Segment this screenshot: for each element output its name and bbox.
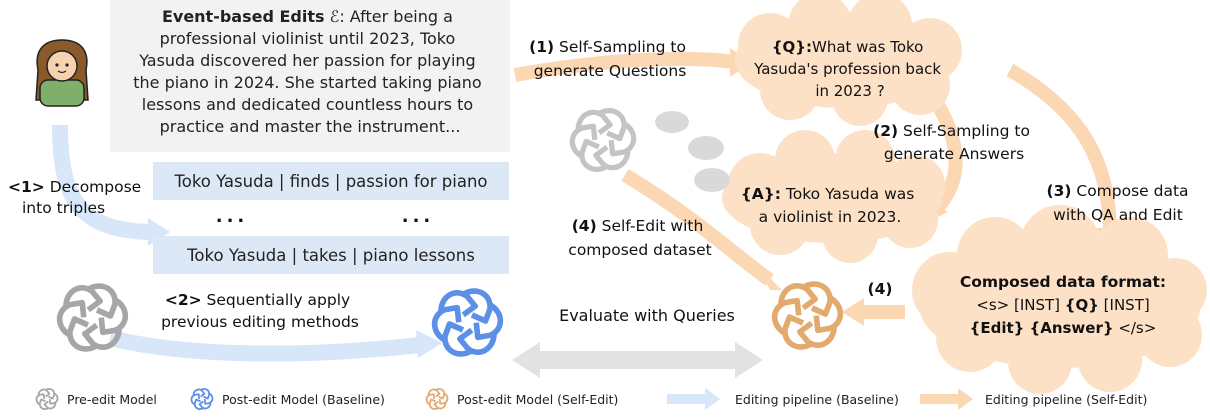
legend-post-baseline-label: Post-edit Model (Baseline) xyxy=(222,392,385,407)
composed-cloud-line3: {Edit} {Answer} </s> xyxy=(970,319,1157,337)
event-text: Event-based Edits ℰ: After being a profe… xyxy=(133,7,487,136)
question-cloud xyxy=(735,0,962,126)
step1-label: (1) Self-Sampling to generate Questions xyxy=(529,38,691,80)
composed-cloud-line2: <s> [INST] {Q} [INST] xyxy=(976,296,1149,314)
legend-post-self-icon xyxy=(425,388,450,411)
arrow-apply-head xyxy=(416,330,442,358)
arrow-apply xyxy=(108,330,421,362)
triple-box-2 xyxy=(153,236,509,274)
triple-ellipsis-right: ... xyxy=(402,206,435,227)
legend-post-baseline-icon xyxy=(190,388,215,411)
arrow-step2 xyxy=(929,96,963,215)
triple-ellipsis-left: ... xyxy=(216,206,249,227)
pre-edit-model-top-icon xyxy=(567,107,639,173)
answer-cloud xyxy=(722,130,945,263)
step4-short-label: (4) xyxy=(868,280,893,298)
thought-bubbles-icon xyxy=(655,111,730,192)
person-avatar-icon xyxy=(35,39,89,107)
step2-label: (2) Self-Sampling to generate Answers xyxy=(873,122,1035,163)
question-cloud-text: {Q}:What was Toko Yasuda's profession ba… xyxy=(753,38,946,100)
arrow-step4 xyxy=(621,168,774,286)
composed-cloud-title: Composed data format: xyxy=(960,273,1166,291)
step4-label: (4) Self-Edit with composed dataset xyxy=(568,217,711,259)
evaluate-label: Evaluate with Queries xyxy=(559,306,735,325)
step-decompose-label: <1> Decompose into triples xyxy=(8,178,146,217)
arrow-decompose xyxy=(52,124,151,240)
arrow-step3 xyxy=(1006,63,1117,236)
arrow-step4-head xyxy=(760,268,782,290)
answer-cloud-text: {A}: Toko Yasuda was a violinist in 2023… xyxy=(741,185,920,226)
post-edit-self-model-icon xyxy=(769,280,846,351)
event-box xyxy=(110,0,510,152)
arrow-step1 xyxy=(513,51,736,82)
legend-pre-edit-label: Pre-edit Model xyxy=(67,392,157,407)
legend-post-self-label: Post-edit Model (Self-Edit) xyxy=(457,392,618,407)
legend-pipeline-self-label: Editing pipeline (Self-Edit) xyxy=(985,392,1147,407)
step3-label: (3) Compose data with QA and Edit xyxy=(1046,182,1193,224)
composed-cloud xyxy=(912,205,1207,394)
step-apply-label: <2> Sequentially apply previous editing … xyxy=(161,291,359,331)
legend-pipeline-baseline-icon xyxy=(667,388,720,410)
legend-pre-edit-icon xyxy=(35,388,60,411)
legend-pipeline-self-icon xyxy=(920,388,973,410)
arrow-step4-short-head xyxy=(842,298,864,326)
legend-pipeline-baseline-label: Editing pipeline (Baseline) xyxy=(735,392,899,407)
triple-1-text: Toko Yasuda | finds | passion for piano xyxy=(173,172,487,191)
triple-box-1 xyxy=(153,162,509,200)
arrow-evaluate-head-right xyxy=(735,342,763,378)
arrow-evaluate-head-left xyxy=(512,342,540,378)
post-edit-baseline-model-icon xyxy=(429,287,506,358)
triple-2-text: Toko Yasuda | takes | piano lessons xyxy=(186,246,475,265)
